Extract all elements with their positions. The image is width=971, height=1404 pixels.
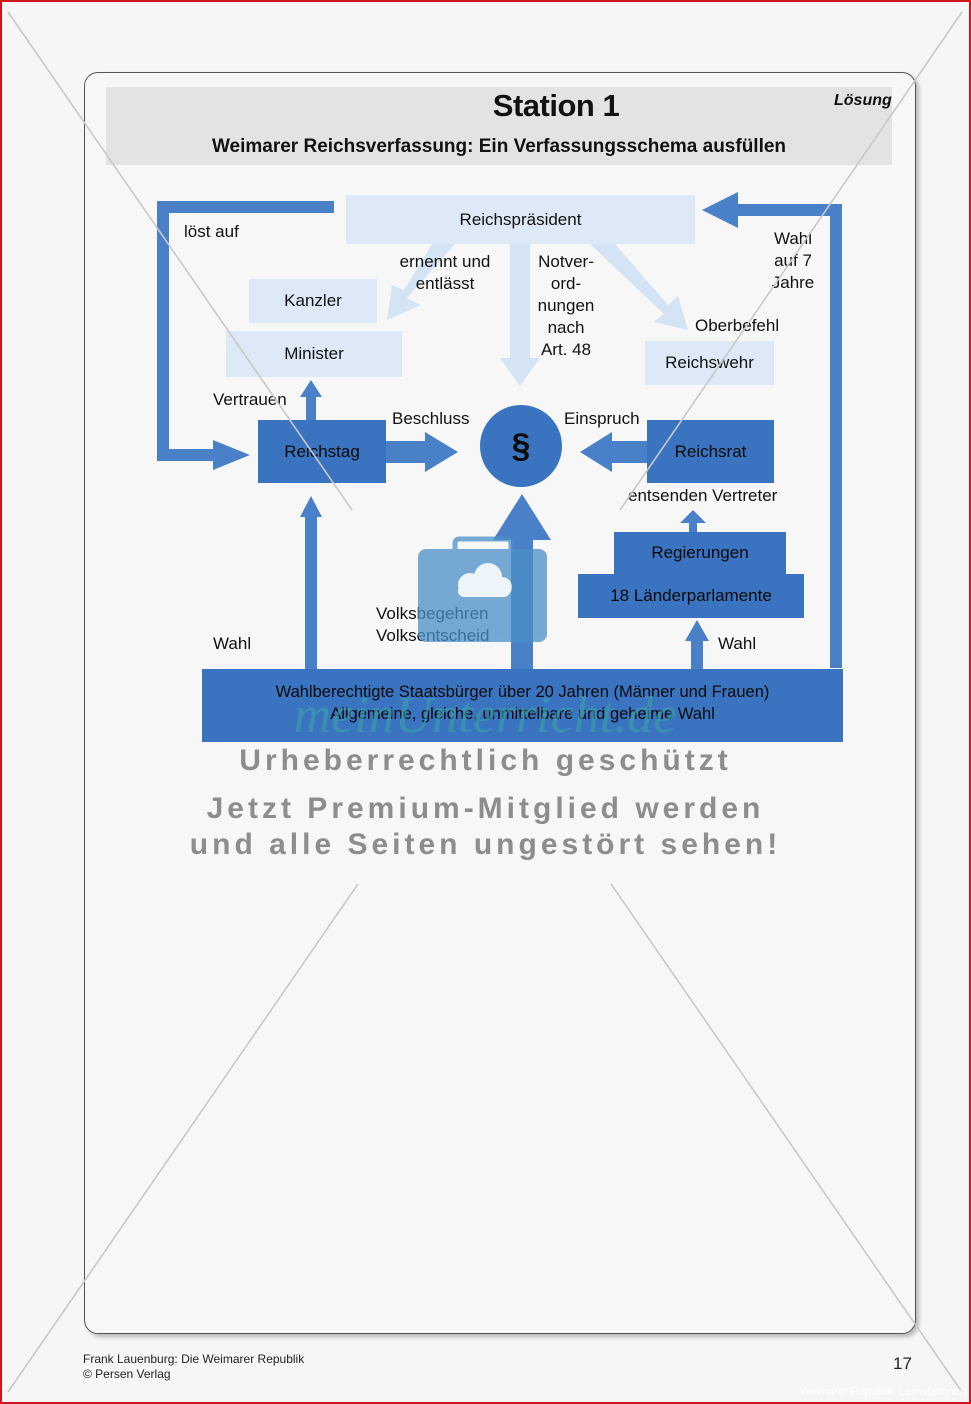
node-minister: Minister bbox=[226, 331, 402, 377]
arrow-wahl-reichstag bbox=[300, 496, 322, 669]
watermark-line-premium[interactable]: Jetzt Premium-Mitglied werden bbox=[206, 792, 765, 825]
footer-publisher: © Persen Verlag bbox=[83, 1367, 171, 1381]
label-oberbefehl: Oberbefehl bbox=[695, 316, 780, 335]
node-paragraph: § bbox=[480, 405, 562, 487]
arrow-volksentscheid bbox=[493, 494, 551, 669]
label-notver-line1: Notver- bbox=[538, 252, 594, 271]
node-reichspraesident: Reichspräsident bbox=[346, 195, 695, 244]
label-notver-line2: ord- bbox=[550, 274, 582, 293]
label-vertrauen: Vertrauen bbox=[213, 390, 287, 409]
arrow-ernennt bbox=[387, 244, 455, 320]
arrow-wahl-laender bbox=[685, 620, 709, 669]
label-notver-line4: nach bbox=[547, 318, 585, 337]
label-notver-line5: Art. 48 bbox=[540, 340, 592, 359]
buerger-line-2: Allgemeine, gleiche, unmittelbare und ge… bbox=[330, 705, 715, 723]
page-title: Station 1 bbox=[492, 88, 620, 123]
label-wahl-7-jahre: Wahl auf 7 Jahre bbox=[762, 228, 824, 294]
label-ernennt-line2: entlässt bbox=[415, 274, 475, 293]
watermark-line-copyright: Urheberrechtlich geschützt bbox=[239, 744, 732, 777]
label-wahl7-line2: auf 7 bbox=[774, 251, 812, 270]
arrow-einspruch bbox=[580, 432, 648, 472]
corner-caption: Weimarer Republik: Lernstationen bbox=[800, 1386, 967, 1398]
label-volksentscheid: Volksentscheid bbox=[376, 626, 490, 645]
node-regierungen: Regierungen bbox=[614, 532, 786, 574]
node-reichsrat: Reichsrat bbox=[647, 420, 774, 483]
node-laenderparlamente: 18 Länderparlamente bbox=[578, 574, 804, 618]
label-ernennt: ernennt und entlässt bbox=[386, 251, 504, 295]
label-notver-line3: nungen bbox=[537, 296, 595, 315]
page-number: 17 bbox=[893, 1354, 912, 1373]
label-wahl-rechts: Wahl bbox=[718, 634, 757, 653]
arrow-vertrauen bbox=[300, 380, 322, 420]
label-entsenden: entsenden Vertreter bbox=[628, 486, 778, 505]
label-notverordnungen: Notver- ord- nungen nach Art. 48 bbox=[526, 251, 606, 361]
footer-credits: Frank Lauenburg: Die Weimarer Republik ©… bbox=[83, 1352, 304, 1382]
node-buerger: Wahlberechtigte Staatsbürger über 20 Jah… bbox=[202, 669, 843, 742]
label-ernennt-line1: ernennt und bbox=[399, 252, 491, 271]
arrow-beschluss bbox=[386, 432, 458, 472]
arrow-notverordnung bbox=[500, 244, 540, 386]
label-beschluss: Beschluss bbox=[392, 409, 470, 428]
node-reichswehr: Reichswehr bbox=[645, 341, 774, 385]
label-wahl-links: Wahl bbox=[213, 634, 252, 653]
label-wahl7-line3: Jahre bbox=[771, 273, 815, 292]
buerger-line-1: Wahlberechtigte Staatsbürger über 20 Jah… bbox=[275, 683, 770, 701]
node-kanzler: Kanzler bbox=[249, 279, 377, 323]
label-einspruch: Einspruch bbox=[564, 409, 640, 428]
footer-author: Frank Lauenburg: Die Weimarer Republik bbox=[83, 1352, 305, 1366]
label-wahl7-line1: Wahl bbox=[773, 229, 813, 248]
label-volksbegehren: Volksbegehren bbox=[376, 604, 489, 623]
node-reichstag: Reichstag bbox=[258, 420, 386, 483]
watermark-line-ungestoert: und alle Seiten ungestört sehen! bbox=[189, 828, 782, 861]
arrow-entsenden bbox=[680, 510, 706, 532]
label-loest-auf: löst auf bbox=[184, 222, 239, 241]
